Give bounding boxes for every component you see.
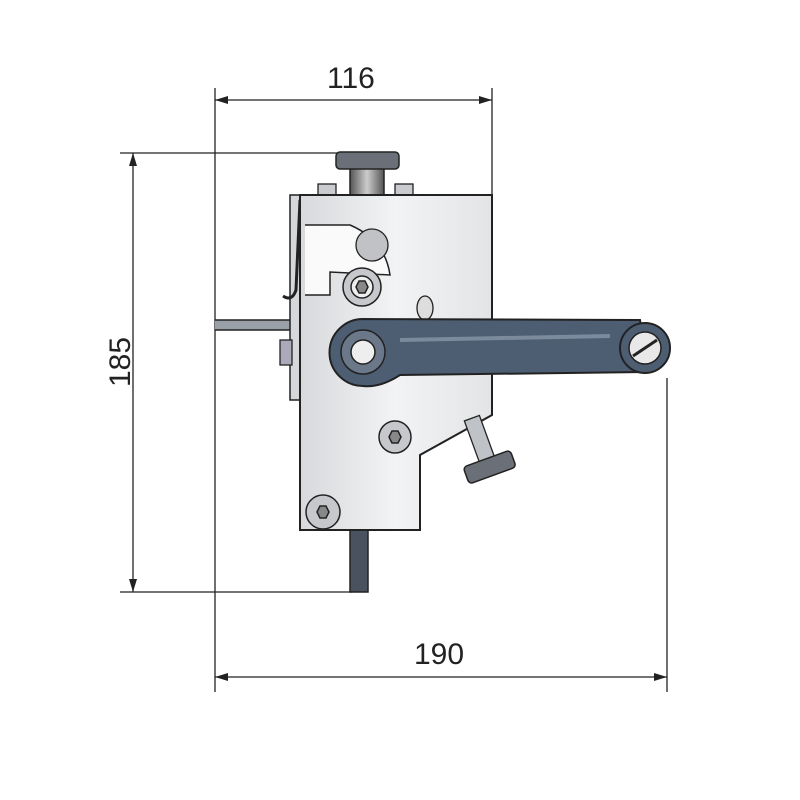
dimension-width-top: 116 [327, 62, 375, 95]
knob-stem [349, 167, 385, 197]
spring-hook [282, 199, 302, 300]
dimension-width-total: 190 [414, 638, 465, 671]
rod [349, 527, 369, 593]
lever-highlight [399, 334, 611, 342]
knob-top [335, 151, 400, 170]
dimension-height: 185 [104, 336, 138, 388]
dimension-arrows [129, 96, 667, 681]
side-pin [279, 339, 293, 366]
pin [416, 295, 434, 321]
gear [355, 228, 389, 262]
thumb-screw [463, 414, 516, 484]
dimension-lines [120, 88, 668, 692]
lever-hub-bore [350, 339, 376, 365]
screws [305, 267, 412, 530]
